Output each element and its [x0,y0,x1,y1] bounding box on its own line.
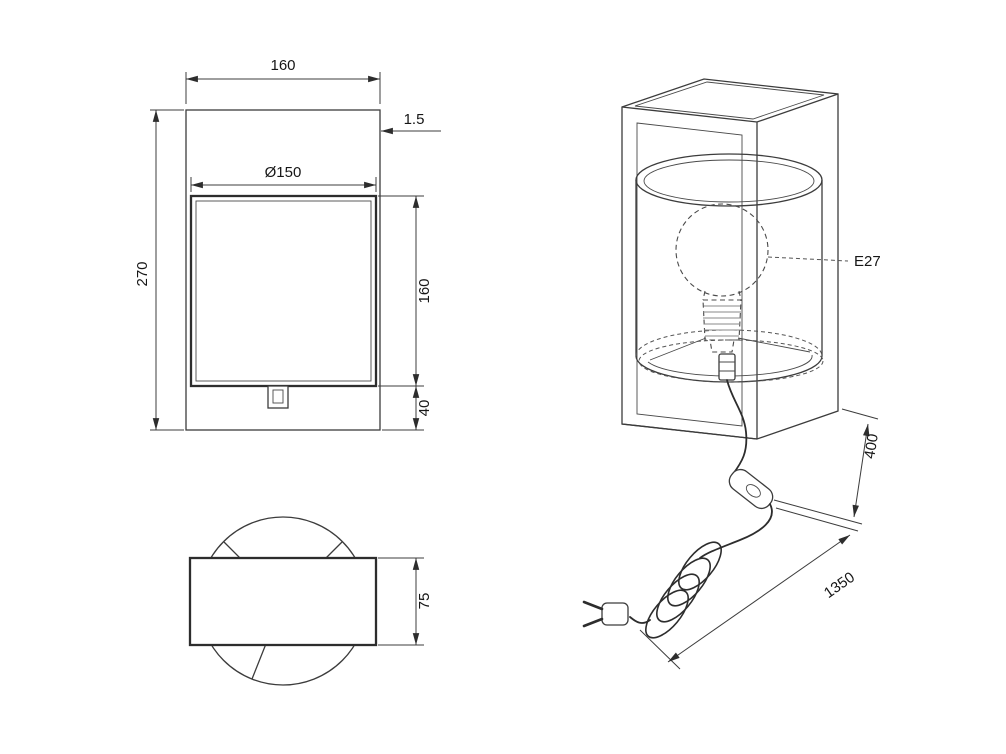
iso-frame-front-opening [636,122,743,427]
dim-cable-length-extension-lines [639,507,859,670]
dim-label-base-height: 40 [416,400,433,417]
dim-label-width: 160 [270,57,295,74]
dim-total-height-extension-lines [150,109,184,431]
iso-socket-threads [703,305,741,337]
dim-label-wall-thickness: 1.5 [404,111,425,128]
iso-cable-mid [699,503,773,559]
front-socket-gland [267,385,289,409]
dim-label-cable-length: 1350 [821,569,858,602]
label-socket-type: E27 [854,253,881,270]
dim-shade-height: 160 [378,195,433,387]
iso-socket-base [709,339,735,353]
dim-cable-length-line [667,534,851,663]
iso-frame-top-thickness [634,81,825,120]
top-shade-profile [188,556,378,647]
dim-depth: 75 [378,557,433,646]
dim-label-depth: 75 [416,593,433,610]
dim-label-shade-diameter: Ø150 [265,164,302,181]
dim-width: 160 [185,57,381,104]
iso-base-plate-hidden [638,339,824,383]
iso-shade-top-rim [635,153,823,207]
iso-coil-loop [656,573,700,623]
iso-shade-top-rim-inner [643,159,815,203]
iso-bulb-outline [675,203,769,297]
iso-shade-bottom-back-rim-hidden [635,329,823,357]
dim-cable-drop-extension-lines [773,408,879,525]
front-frame-outline [185,109,381,431]
dim-shade-diameter: Ø150 [190,164,377,192]
iso-coil-loop [667,557,711,607]
iso-plug-pins [582,600,604,628]
dim-label-total-height: 270 [134,261,151,286]
iso-holder-cone-rim [647,354,813,377]
top-view: 75 [188,516,433,686]
dim-cable-length: 1350 [639,507,859,670]
callout-socket-type: E27 [767,253,881,270]
iso-cable-gland-lines [719,361,735,372]
iso-switch-body [728,468,774,510]
iso-view: E27 400 1350 [582,78,882,670]
dim-base-height: 40 [382,386,433,431]
dim-total-height: 270 [134,109,184,431]
iso-plug-body [601,602,629,626]
iso-coil-loop [645,589,689,639]
iso-switch [728,468,774,510]
iso-shade-sides [635,180,823,356]
iso-cable-gland [718,353,736,381]
iso-frame-edges [621,93,839,440]
iso-cable-upper [726,379,748,475]
front-socket-gland-inner [272,389,284,404]
socket-leader-line [767,256,849,262]
iso-cable-tail [629,616,651,624]
dim-cable-drop-line [852,423,870,518]
front-view: 160 1.5 Ø150 270 160 40 [134,57,441,431]
iso-coil-loop [678,541,722,591]
dim-width-extension-lines [185,72,381,104]
front-shade-inner-line [195,200,372,382]
iso-plug [582,600,629,628]
iso-bulb-neck [702,290,742,301]
front-shade-outline [189,194,378,388]
dim-label-cable-drop: 400 [861,433,882,460]
iso-cable-coil [645,541,722,639]
dim-wall-thickness: 1.5 [381,111,441,135]
dim-cable-drop: 400 [773,408,882,525]
iso-socket-body [702,299,742,341]
iso-switch-button [745,484,761,498]
dim-label-shade-height: 160 [416,278,433,303]
